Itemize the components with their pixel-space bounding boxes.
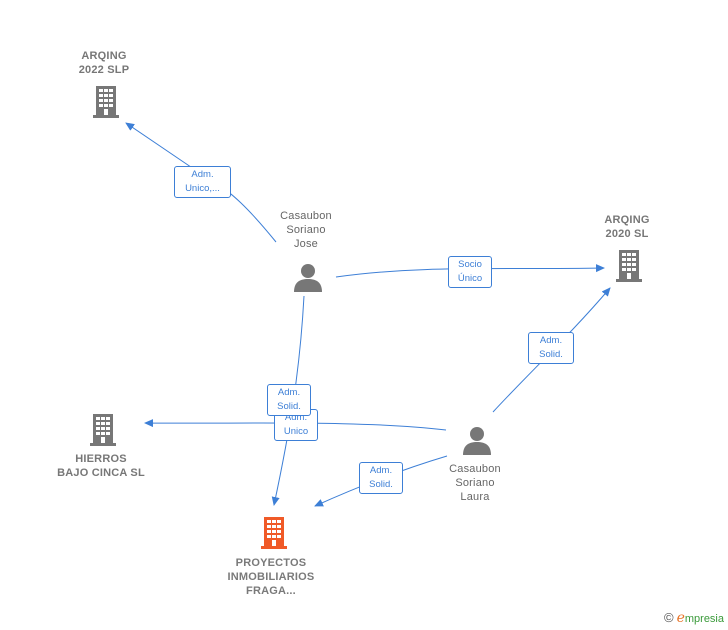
node-label-line: ARQING xyxy=(604,214,650,226)
edge-label-jose-proyectos[interactable]: Adm. Solid. xyxy=(267,384,311,416)
edge-label-line: Socio xyxy=(458,259,482,270)
edge-label-line: Solid. xyxy=(539,349,563,360)
node-label-arqing-2022[interactable]: ARQING 2022 SLP xyxy=(54,49,154,77)
edge-label-line: Solid. xyxy=(369,479,393,490)
building-icon[interactable] xyxy=(87,412,119,446)
node-label-line: Jose xyxy=(293,238,319,250)
edge-label-line: Adm. xyxy=(191,169,214,180)
node-label-line: Casaubon xyxy=(449,463,501,475)
node-label-line: PROYECTOS xyxy=(235,557,307,569)
building-icon[interactable] xyxy=(613,248,645,282)
brand-name: mpresia xyxy=(684,613,724,625)
person-icon[interactable] xyxy=(462,425,492,455)
node-label-line: HIERROS xyxy=(75,453,127,465)
target-building-icon[interactable] xyxy=(258,515,290,549)
edge-label-jose-arqing2022[interactable]: Adm. Unico,... xyxy=(174,166,231,198)
edge-label-line: Solid. xyxy=(277,401,301,412)
node-label-line: FRAGA... xyxy=(246,585,296,597)
brand-initial: e xyxy=(676,610,685,626)
node-label-laura[interactable]: Casaubon Soriano Laura xyxy=(435,462,515,504)
edge-label-line: Adm. xyxy=(369,465,393,476)
node-label-line: BAJO CINCA SL xyxy=(57,467,145,479)
edge-label-line: Adm. xyxy=(284,412,308,423)
edge-label-line: Adm. xyxy=(277,387,301,398)
node-label-proyectos[interactable]: PROYECTOS INMOBILIARIOS FRAGA... xyxy=(211,556,331,598)
node-label-line: 2020 SL xyxy=(605,228,649,240)
edge-label-line: Único xyxy=(457,273,483,284)
node-label-line: 2022 SLP xyxy=(78,64,130,76)
edge-label-line: Unico,... xyxy=(185,183,220,194)
node-label-jose[interactable]: Casaubon Soriano Jose xyxy=(266,209,346,251)
node-label-line: Soriano xyxy=(455,477,495,489)
person-icon[interactable] xyxy=(293,262,323,292)
brand-watermark: ©empresia xyxy=(664,610,724,626)
edge-label-laura-arqing2020[interactable]: Adm. Solid. xyxy=(528,332,574,364)
node-label-hierros[interactable]: HIERROS BAJO CINCA SL xyxy=(45,452,157,480)
copyright-icon: © xyxy=(663,610,674,625)
edge-label-line: Adm. xyxy=(539,335,563,346)
node-label-line: Laura xyxy=(460,491,490,503)
node-label-line: Casaubon xyxy=(280,210,332,222)
node-label-line: ARQING xyxy=(81,50,127,62)
node-label-line: INMOBILIARIOS xyxy=(227,571,315,583)
node-label-line: Soriano xyxy=(286,224,326,236)
node-label-arqing-2020[interactable]: ARQING 2020 SL xyxy=(577,213,677,241)
edge-label-line: Unico xyxy=(283,426,309,437)
edge-label-jose-arqing2020[interactable]: Socio Único xyxy=(448,256,492,288)
edge-label-laura-proyectos[interactable]: Adm. Solid. xyxy=(359,462,403,494)
building-icon[interactable] xyxy=(90,84,122,118)
